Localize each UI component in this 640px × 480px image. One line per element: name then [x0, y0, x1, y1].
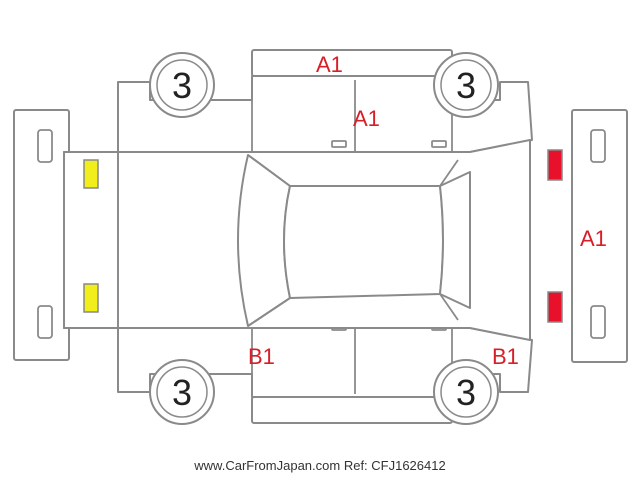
vehicle-body-top: [63, 139, 531, 341]
tire-front-right: 3: [149, 52, 215, 118]
front-bumper: [13, 109, 70, 361]
damage-mark-right-door: A1: [353, 106, 380, 131]
damage-mark-left-front-door: B1: [248, 344, 275, 369]
tire-rear-left-condition: 3: [456, 372, 476, 413]
tire-front-right-condition: 3: [172, 65, 192, 106]
damage-mark-left-rear-quarter: B1: [492, 344, 519, 369]
damage-mark-rear-bumper: A1: [580, 226, 607, 251]
rear-right-taillight: [547, 149, 563, 181]
tire-rear-right: 3: [433, 52, 499, 118]
front-left-headlight: [83, 283, 99, 313]
tire-rear-right-condition: 3: [456, 65, 476, 106]
rear-left-taillight: [547, 291, 563, 323]
tire-front-left-condition: 3: [172, 372, 192, 413]
damage-mark-roof-right-side: A1: [316, 52, 343, 77]
footer-reference: www.CarFromJapan.com Ref: CFJ1626412: [194, 458, 446, 473]
tire-front-left: 3: [149, 359, 215, 425]
front-right-headlight: [83, 159, 99, 189]
tire-rear-left: 3: [433, 359, 499, 425]
rear-bumper: [571, 109, 628, 363]
